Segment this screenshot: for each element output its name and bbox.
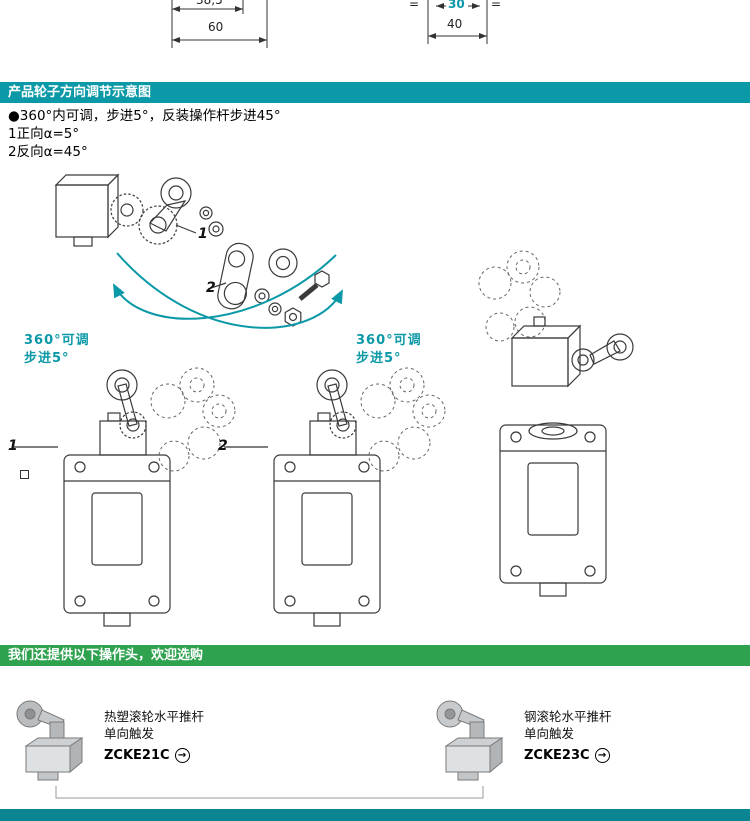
product-desc-line1: 钢滚轮水平推杆 [524, 709, 612, 724]
limit-switch-2 [224, 367, 446, 627]
rotation-label-middle-line2: 步进5° [356, 351, 402, 366]
product-code-link-zcke23c[interactable]: ZCKE23C → [524, 748, 612, 763]
switch-marker-2: 2 [218, 438, 228, 454]
product-code-link-zcke21c[interactable]: ZCKE21C → [104, 748, 204, 763]
product-zcke21c: 热塑滚轮水平推杆 单向触发 ZCKE21C → [8, 698, 348, 790]
note-adjust-range: ●360°内可调，步进5°，反装操作杆步进45° [8, 108, 281, 124]
dim-value-38-5: 38,5 [196, 0, 223, 7]
product-connector-lines [55, 786, 484, 799]
product-desc-line1: 热塑滚轮水平推杆 [104, 709, 205, 724]
rotation-label-left: 360°可调 步进5° [24, 332, 90, 368]
limit-switch-3-exploded [478, 250, 634, 597]
section-title-other-heads: 我们还提供以下操作头，欢迎选购 [0, 645, 750, 666]
rotation-arrows [113, 252, 343, 329]
product-desc-line2: 单向触发 [524, 726, 575, 741]
exploded-head-assembly [54, 173, 330, 327]
steel-roller-head-image [436, 700, 504, 781]
exploded-marker-2: 2 [206, 280, 216, 296]
section-title-wheel-adjustment: 产品轮子方向调节示意图 [0, 82, 750, 103]
limit-switch-1 [14, 367, 236, 627]
product-desc-line2: 单向触发 [104, 726, 155, 741]
exploded-marker-1: 1 [198, 226, 208, 242]
forward-arrow-icon[interactable]: → [594, 748, 610, 763]
note-reverse-angle: 2反向α=45° [8, 144, 88, 160]
switch-marker-1: 1 [8, 438, 18, 454]
thermoplastic-roller-head-image [16, 700, 84, 781]
square-note-icon [20, 470, 29, 479]
limit-switch-diagram [14, 173, 634, 627]
product-code[interactable]: ZCKE21C [104, 748, 170, 763]
rotation-label-middle-line1: 360°可调 [356, 333, 422, 348]
dim-value-40: 40 [447, 17, 463, 31]
dim-value-60: 60 [208, 20, 224, 34]
rotation-label-left-line2: 步进5° [24, 351, 70, 366]
note-forward-angle: 1正向α=5° [8, 126, 80, 142]
dim-value-30: 30 [448, 0, 465, 11]
dim-eq-left: = [409, 0, 420, 11]
rotation-label-left-line1: 360°可调 [24, 333, 90, 348]
dim-eq-right: = [491, 0, 502, 11]
product-zcke23c: 钢滚轮水平推杆 单向触发 ZCKE23C → [428, 698, 750, 790]
rotation-label-middle: 360°可调 步进5° [356, 332, 422, 368]
dimension-drawing-lines [171, 0, 488, 48]
forward-arrow-icon[interactable]: → [174, 748, 190, 763]
next-section-banner-edge [0, 809, 750, 821]
product-code[interactable]: ZCKE23C [524, 748, 590, 763]
